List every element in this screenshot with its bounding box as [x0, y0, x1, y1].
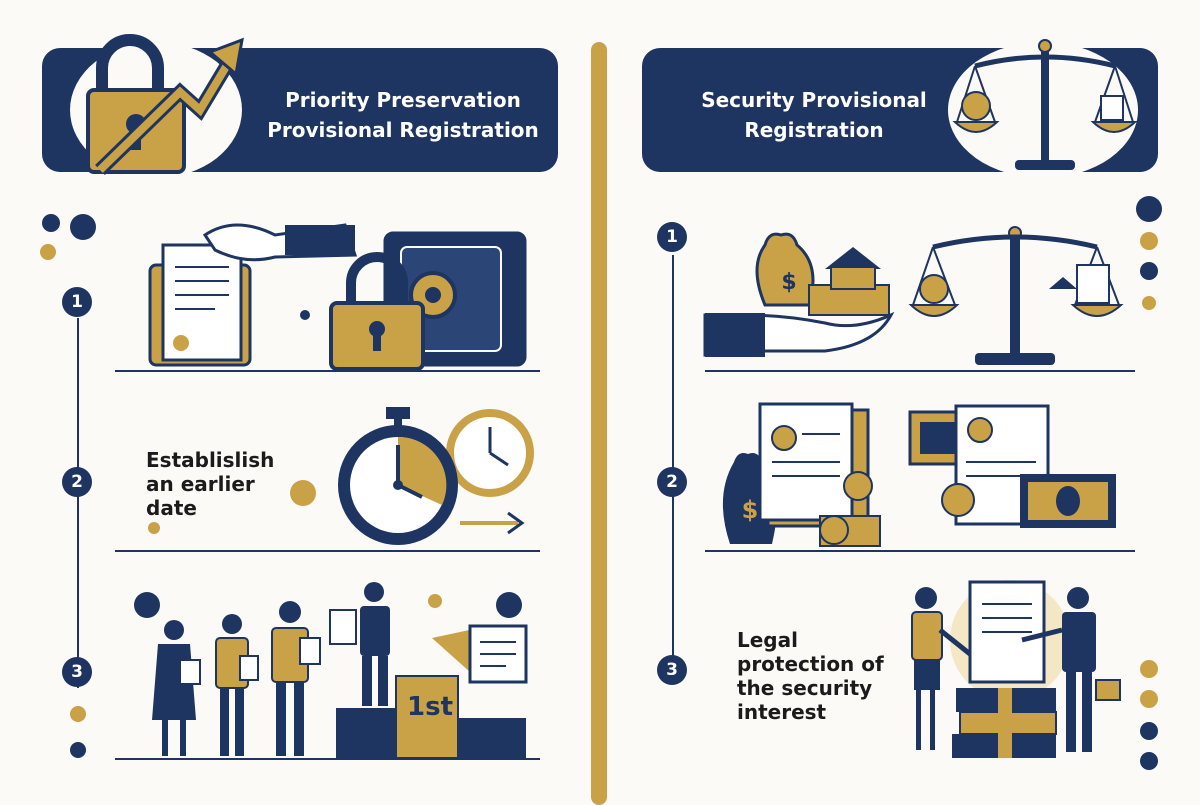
money-documents-icon: $: [722, 402, 1116, 547]
left-deco-dot: [496, 592, 522, 618]
left-step-2-line1: Establislish: [146, 448, 275, 472]
right-title-line1: Security Provisional: [701, 88, 927, 112]
right-deco-dot: [1140, 722, 1158, 740]
right-step-3-line3: the security: [737, 676, 873, 700]
left-step-1-badge: 1: [62, 287, 92, 317]
left-deco-dot: [134, 592, 160, 618]
right-title-line2: Registration: [744, 118, 884, 142]
people-podium-icon: [152, 582, 528, 759]
left-step-2-text: Establislish an earlier date: [146, 448, 316, 520]
right-step-3-badge: 3: [657, 655, 687, 685]
money-bag-house-scales-icon: $: [703, 226, 1124, 365]
padlock-growth-icon: [86, 34, 244, 176]
document-padlock-safe-icon: [148, 223, 527, 371]
right-deco-dot: [1142, 296, 1156, 310]
right-deco-dot: [1140, 690, 1158, 708]
right-step-1-badge: 1: [657, 222, 687, 252]
right-step-3-line2: protection of: [737, 652, 884, 676]
center-divider: [591, 42, 607, 805]
right-deco-dot: [1140, 232, 1158, 250]
left-title-line2: Provisional Registration: [267, 118, 539, 142]
right-deco-dot: [1140, 262, 1158, 280]
left-deco-dot: [428, 594, 442, 608]
left-deco-dot: [148, 522, 160, 534]
stopwatch-clock-icon: [338, 407, 534, 545]
left-step-1-rule: [115, 370, 540, 372]
left-title-line1: Priority Preservation: [285, 88, 521, 112]
left-deco-dot: [40, 244, 56, 260]
right-step-2-rule: [705, 550, 1135, 552]
left-step-2-rule: [115, 550, 540, 552]
left-deco-dot: [70, 214, 96, 240]
left-panel-title: Priority Preservation Provisional Regist…: [258, 85, 548, 145]
right-step-2-badge: 2: [657, 467, 687, 497]
left-step-2-line2: an earlier: [146, 472, 255, 496]
right-deco-dot: [1136, 196, 1162, 222]
right-panel-title: Security Provisional Registration: [664, 85, 964, 145]
right-timeline: [672, 255, 674, 665]
right-step-1-rule: [705, 370, 1135, 372]
left-deco-dot: [290, 480, 316, 506]
left-timeline: [77, 318, 79, 688]
left-deco-dot: [70, 742, 86, 758]
right-step-3-line4: interest: [737, 700, 827, 724]
scales-icon: [952, 39, 1138, 170]
svg-text:$: $: [781, 270, 796, 295]
left-deco-dot: [70, 706, 86, 722]
left-step-3-rule: [115, 758, 540, 760]
right-step-3-line1: Legal: [737, 628, 798, 652]
right-deco-dot: [1140, 752, 1158, 770]
right-step-3-text: Legal protection of the security interes…: [737, 628, 907, 724]
svg-text:$: $: [742, 496, 759, 524]
left-deco-dot: [42, 214, 60, 232]
podium-first-label: 1st: [407, 692, 453, 722]
handshake-document-cash-icon: [911, 580, 1121, 758]
left-step-2-badge: 2: [62, 467, 92, 497]
left-step-3-badge: 3: [62, 657, 92, 687]
left-step-2-line3: date: [146, 496, 197, 520]
right-deco-dot: [1140, 660, 1158, 678]
